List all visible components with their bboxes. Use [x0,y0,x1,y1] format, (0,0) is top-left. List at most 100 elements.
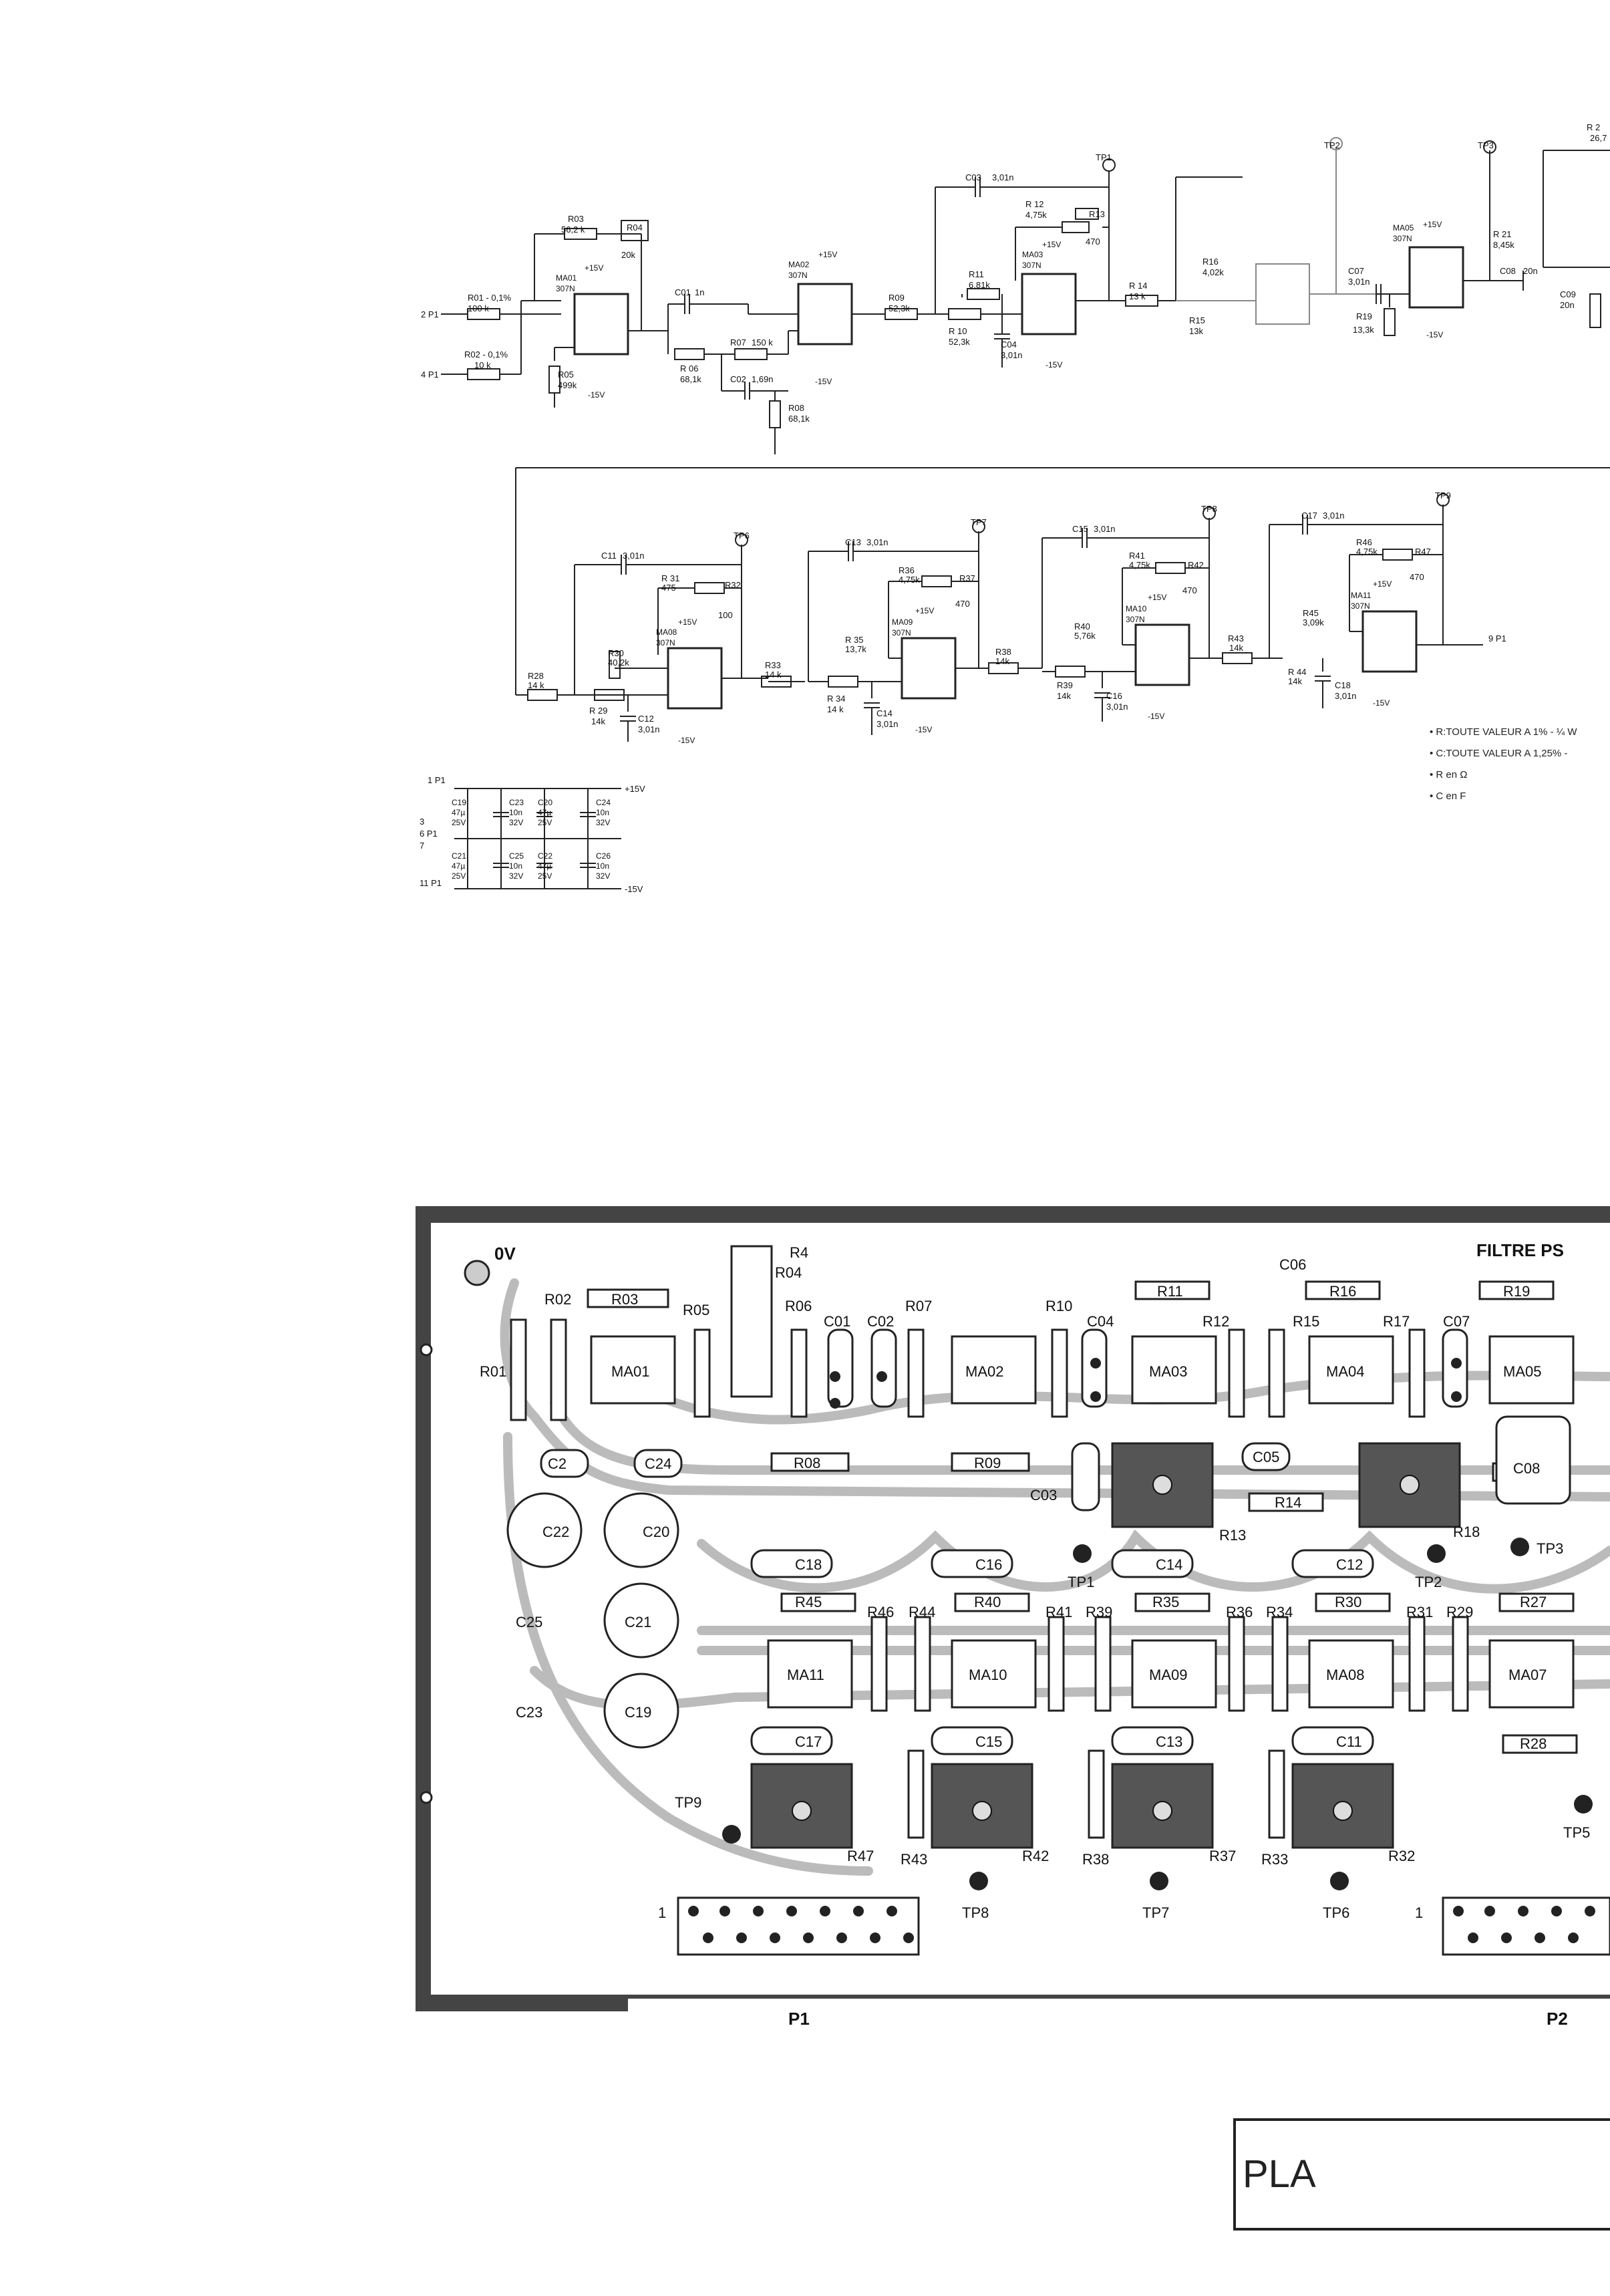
ma01-supply-pos: +15V [585,263,603,273]
input-label-4p1: 4 P1 [421,370,439,380]
ma11-ref: MA11 [1351,591,1372,600]
pcb-r02: R02 [544,1291,571,1308]
r30-value: 40,2k [608,658,629,668]
pcb-r12: R12 [1202,1313,1229,1330]
pcb-c19: C19 [625,1704,651,1721]
pcb-ma08: MA08 [1326,1667,1364,1683]
r29-ref: R 29 [589,706,607,716]
pcb-pin1-p2: 1 [1415,1904,1423,1921]
ma03-supply-pos: +15V [1042,240,1061,249]
r32-ref: R32 [725,580,741,590]
pcb-c25: C25 [516,1614,542,1630]
r10-ref: R 10 [949,326,967,336]
pcb-r35: R35 [1152,1594,1179,1610]
r2-partial-value: 26,7 [1590,133,1607,143]
supply-pin-11p1: 11 P1 [420,878,442,888]
pcb-r32: R32 [1388,1848,1415,1864]
tp1-label: TP1 [1096,152,1112,162]
ma03-ref: MA03 [1022,250,1043,259]
supply-pin-6p1: 6 P1 [420,829,438,839]
r35-ref: R 35 [845,635,863,645]
r46-ref: R46 [1356,537,1372,547]
pcb-ma04: MA04 [1326,1363,1364,1380]
note-resistor-tolerance: • R:TOUTE VALEUR A 1% - ¼ W [1430,726,1577,738]
pcb-r03: R03 [611,1291,638,1308]
r03-ref: R03 [568,214,584,224]
c04-value: 3,01n [1001,350,1023,360]
ma11-type: 307N [1351,601,1370,611]
c19-value: 47µ [452,808,465,817]
pcb-pin1-p1: 1 [658,1904,666,1921]
supply-pin-3: 3 [420,817,424,827]
c25-value: 10n [509,861,522,871]
r43-value: 14k [1229,643,1243,653]
schematic-row-1 [441,137,1610,454]
pcb-tp2: TP2 [1415,1574,1442,1590]
c17-value: 3,01n [1323,511,1345,521]
tp3-label: TP3 [1478,140,1494,150]
pcb-r41: R41 [1045,1604,1072,1620]
ma08-ref: MA08 [656,627,677,637]
r40-ref: R40 [1074,621,1090,631]
tolerance-notes: • R:TOUTE VALEUR A 1% - ¼ W • C:TOUTE VA… [1430,722,1577,807]
pcb-r34: R34 [1266,1604,1293,1620]
tp8-label: TP8 [1201,504,1217,514]
c25-volt: 32V [509,871,523,881]
pcb-r31: R31 [1406,1604,1433,1620]
r07-ref: R07 [730,337,746,347]
pcb-c02: C02 [867,1313,894,1330]
c02-value: 1,69n [752,374,774,384]
pcb-r16: R16 [1329,1283,1356,1300]
r39-value: 14k [1057,691,1071,701]
r15-ref: R15 [1189,315,1205,325]
r06-ref: R 06 [680,364,698,374]
ma10-supply-pos: +15V [1148,593,1166,602]
r11-ref: R11 [969,269,984,279]
input-label-2p1: 2 P1 [421,309,439,319]
supply-pin-7: 7 [420,841,424,851]
c02-ref: C02 [730,374,746,384]
c26-value: 10n [596,861,609,871]
pcb-r11: R11 [1157,1283,1183,1300]
r44-ref: R 44 [1288,667,1306,677]
pcb-c05: C05 [1253,1449,1279,1465]
r13-ref: R13 [1089,209,1105,219]
c09-ref: C09 [1560,289,1576,299]
r34-value: 14 k [827,704,844,714]
pcb-r19: R19 [1503,1283,1530,1300]
pcb-c15: C15 [975,1733,1002,1750]
r34-ref: R 34 [827,694,845,704]
pcb-c23: C23 [516,1704,542,1721]
pcb-ma07: MA07 [1508,1667,1547,1683]
pcb-c20: C20 [643,1524,669,1540]
r09-ref: R09 [889,293,905,303]
r47-ref: R47 [1415,547,1431,557]
pcb-ma10: MA10 [969,1667,1007,1683]
pcb-c18: C18 [795,1556,822,1573]
pcb-r29: R29 [1446,1604,1473,1620]
r45-value: 3,09k [1303,617,1324,627]
pcb-r40: R40 [974,1594,1001,1610]
r02-value: 10 k [474,360,491,370]
pcb-r08: R08 [794,1455,820,1471]
c20-volt: 25V [538,818,552,827]
note-capacitor-tolerance: • C:TOUTE VALEUR A 1,25% - [1430,748,1568,759]
r42-ref: R42 [1188,560,1204,570]
r31-value: 475 [661,583,676,593]
pcb-c03: C03 [1030,1487,1057,1503]
r14-ref: R 14 [1129,281,1147,291]
r43-ref: R43 [1228,633,1244,643]
pcb-c08: C08 [1513,1460,1540,1477]
pcb-tp3: TP3 [1537,1540,1563,1557]
r07-value: 150 k [752,337,773,347]
pcb-ma03: MA03 [1149,1363,1187,1380]
r10-value: 52,3k [949,337,970,347]
schematic-row-2 [516,493,1483,742]
pcb-r06: R06 [785,1298,812,1314]
ma03-type: 307N [1022,261,1041,270]
tp9-label: TP9 [1435,490,1451,500]
ma02-type: 307N [788,271,808,280]
r28-ref: R28 [528,671,544,681]
ma01-supply-neg: -15V [588,390,605,400]
